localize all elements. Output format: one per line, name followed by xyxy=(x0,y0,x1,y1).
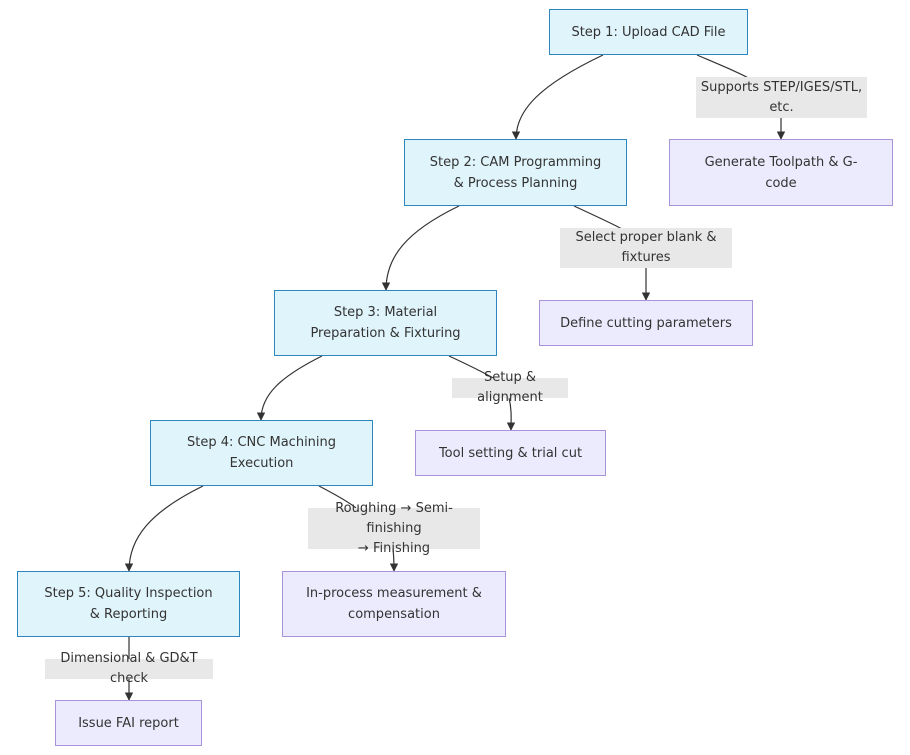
edge-step4-measurement xyxy=(318,485,394,571)
edge-step1-step2 xyxy=(511,54,604,140)
edge-step4-step5 xyxy=(124,485,204,572)
edge-label-machining-passes: Roughing → Semi-finishing → Finishing xyxy=(308,501,480,556)
step5-text-line2: & Reporting xyxy=(89,607,168,622)
cutting-parameters-node: Define cutting parameters xyxy=(539,300,753,346)
edge-label-machining-passes-line2: → Finishing xyxy=(357,540,431,556)
step2-text-line2: & Process Planning xyxy=(453,175,578,191)
edge-label-setup-alignment-line1: Setup & alignment xyxy=(477,370,543,405)
edge-step2-cutting xyxy=(573,205,646,300)
measurement-text-line1: In-process measurement & xyxy=(306,586,482,601)
step1-text: Step 1: Upload CAD File xyxy=(571,24,726,40)
step2-node: Step 2: CAM Programming & Process Planni… xyxy=(404,139,627,206)
edge-label-blank-fixtures-line2: fixtures xyxy=(621,250,671,265)
step2-text-line1: Step 2: CAM Programming xyxy=(429,154,602,170)
trial-cut-node: Tool setting & trial cut xyxy=(415,430,606,476)
fai-report-text: Issue FAI report xyxy=(78,715,179,731)
toolpath-text-line2: code xyxy=(765,175,797,191)
step4-text-line2: Execution xyxy=(229,456,294,471)
step3-node: Step 3: Material Preparation & Fixturing xyxy=(274,290,497,356)
edge-label-gdt-check-line1: Dimensional & GD&T check xyxy=(60,651,198,686)
edge-label-gdt-check: Dimensional & GD&T check xyxy=(45,651,213,686)
step1-node: Step 1: Upload CAD File xyxy=(549,9,748,55)
cutting-parameters-text: Define cutting parameters xyxy=(560,315,732,331)
fai-report-node: Issue FAI report xyxy=(55,700,202,746)
toolpath-text-line1: Generate Toolpath & G- xyxy=(704,154,858,170)
edge-step3-trial xyxy=(448,355,511,430)
edge-step2-step3 xyxy=(381,205,460,291)
edge-label-setup-alignment: Setup & alignment xyxy=(452,370,568,405)
measurement-text-line2: compensation xyxy=(348,607,440,622)
edge-label-file-formats: Supports STEP/IGES/STL, etc. xyxy=(696,77,867,118)
step3-text-line1: Step 3: Material xyxy=(333,305,438,320)
edge-step3-step4 xyxy=(256,355,323,421)
measurement-node: In-process measurement & compensation xyxy=(282,571,506,637)
step3-text-line2: Preparation & Fixturing xyxy=(310,326,461,341)
edge-label-file-formats-line2: etc. xyxy=(769,99,794,115)
step4-node: Step 4: CNC Machining Execution xyxy=(150,420,373,486)
toolpath-node: Generate Toolpath & G- code xyxy=(669,139,893,206)
edge-label-file-formats-line1: Supports STEP/IGES/STL, xyxy=(700,79,863,95)
trial-cut-text: Tool setting & trial cut xyxy=(438,445,583,461)
edge-label-blank-fixtures: Select proper blank & fixtures xyxy=(560,228,732,268)
step4-text-line1: Step 4: CNC Machining xyxy=(186,435,337,450)
edge-label-blank-fixtures-line1: Select proper blank & xyxy=(575,230,717,245)
step5-node: Step 5: Quality Inspection & Reporting xyxy=(17,571,240,637)
step5-text-line1: Step 5: Quality Inspection xyxy=(44,586,213,601)
edge-label-machining-passes-line1: Roughing → Semi-finishing xyxy=(335,500,453,536)
